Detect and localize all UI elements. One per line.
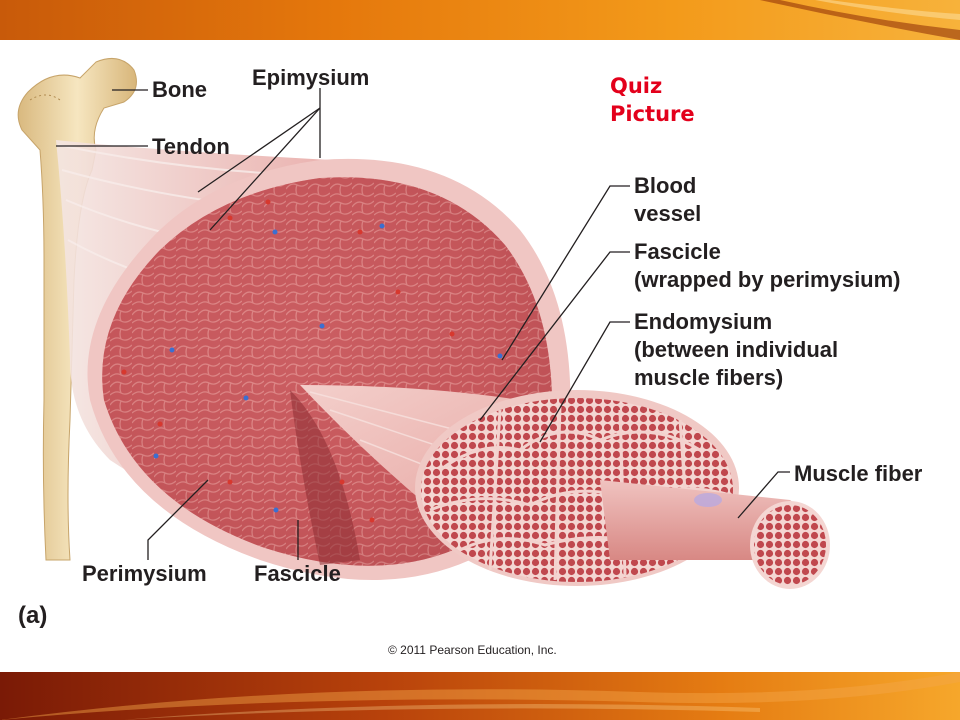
bottom-swoosh: [0, 672, 960, 720]
leader-lines: [56, 88, 790, 560]
top-decorative-band: [0, 0, 960, 40]
quiz-picture-note: Quiz Picture: [610, 74, 695, 126]
label-tendon: Tendon: [152, 134, 230, 159]
label-fascicle-wrapped: Fascicle (wrapped by perimysium): [634, 239, 901, 292]
fascicle-shadow: [290, 390, 360, 565]
bottom-decorative-band: [0, 672, 960, 720]
blood-vessel-dots: [121, 199, 503, 523]
label-bone: Bone: [152, 77, 207, 102]
label-epimysium: Epimysium: [252, 65, 370, 90]
label-perimysium: Perimysium: [82, 561, 207, 586]
fiber-end: [754, 505, 826, 585]
nucleus: [694, 493, 722, 507]
label-blood-vessel: Blood vessel: [634, 173, 702, 226]
panel-letter: (a): [18, 602, 48, 629]
label-endomysium: Endomysium (between individual muscle fi…: [634, 309, 839, 390]
label-fascicle: Fascicle: [254, 561, 341, 586]
copyright-notice: © 2011 Pearson Education, Inc.: [388, 643, 557, 657]
top-swoosh: [760, 0, 960, 40]
label-muscle-fiber: Muscle fiber: [794, 461, 923, 486]
muscle-anatomy-diagram: [17, 57, 830, 589]
